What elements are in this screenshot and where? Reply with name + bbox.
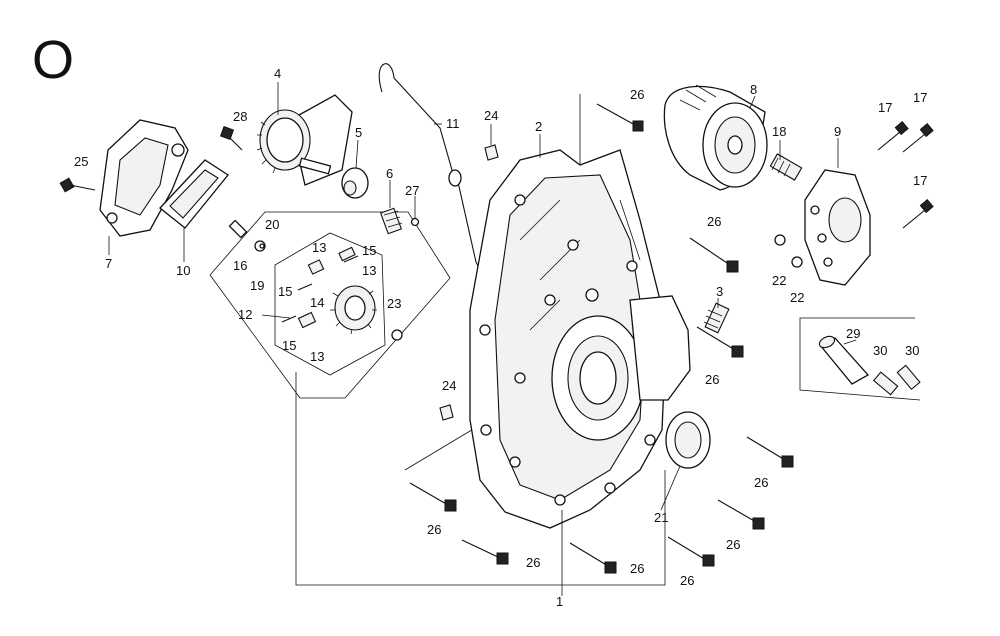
- callout-14: 14: [310, 295, 324, 310]
- callout-16: 16: [233, 258, 247, 273]
- leader-lines: [108, 82, 857, 596]
- subassembly-outline-hex: [209, 211, 451, 399]
- callout-22a: 22: [772, 273, 786, 288]
- nut-part-22-a: [774, 234, 786, 246]
- callout-17c: 17: [913, 173, 927, 188]
- group-bracket-left: [404, 424, 481, 471]
- callout-26d: 26: [754, 475, 768, 490]
- callout-11: 11: [446, 116, 460, 131]
- nipple-part-18: [769, 153, 803, 181]
- callout-15c: 15: [282, 338, 296, 353]
- bolt-part-25: [59, 177, 96, 193]
- callout-20: 20: [265, 217, 279, 232]
- callout-8: 8: [750, 82, 757, 97]
- bracket-part-7: [99, 119, 189, 237]
- callout-labels: 1 2 3 4 5 6 7 8 9 10 11 12 13 13 13 14 1…: [74, 66, 927, 609]
- detail-box: [799, 317, 921, 401]
- callout-15b: 15: [278, 284, 292, 299]
- cap-part-24-bottom: [439, 404, 454, 421]
- callout-13b: 13: [362, 263, 376, 278]
- oil-seal-part-21: [665, 411, 711, 469]
- plate-part-10: [159, 159, 229, 229]
- callout-24b: 24: [442, 378, 456, 393]
- gear-part-14: [330, 285, 377, 335]
- crankcase-cover-part-2: [469, 149, 691, 529]
- callout-17a: 17: [878, 100, 892, 115]
- nut-part-22-b: [791, 256, 803, 268]
- callout-23: 23: [387, 296, 401, 311]
- bolts-part-30: [872, 364, 921, 396]
- callout-21: 21: [654, 510, 668, 525]
- callout-26c: 26: [705, 372, 719, 387]
- callout-9: 9: [834, 124, 841, 139]
- callout-7: 7: [105, 256, 112, 271]
- callout-25: 25: [74, 154, 88, 169]
- callout-4: 4: [274, 66, 281, 81]
- callout-6: 6: [386, 166, 393, 181]
- callout-30b: 30: [905, 343, 919, 358]
- tube-grommet: [448, 169, 462, 187]
- section-letter: O: [32, 30, 74, 90]
- cap-part-24-top: [484, 144, 499, 161]
- callout-19: 19: [250, 278, 264, 293]
- callout-30a: 30: [873, 343, 887, 358]
- washer-part-19-hole: [259, 243, 265, 249]
- pin-part-16: [228, 219, 248, 239]
- spring-part-3: [703, 302, 730, 334]
- bolt-part-28: [219, 125, 243, 151]
- gear-assembly-part-4: [256, 94, 353, 186]
- callout-24a: 24: [484, 108, 498, 123]
- callout-26e: 26: [726, 537, 740, 552]
- callout-26h: 26: [526, 555, 540, 570]
- callout-13a: 13: [312, 240, 326, 255]
- bolts-part-26: [409, 103, 794, 574]
- callout-10: 10: [176, 263, 190, 278]
- group-bracket-bottom: [295, 372, 666, 586]
- callout-26b: 26: [707, 214, 721, 229]
- weight-parts-13: [297, 246, 356, 329]
- subassembly-outline-inner: [274, 232, 386, 376]
- pipe-part-29: [818, 335, 870, 385]
- filter-base-part-9: [804, 169, 871, 286]
- callout-27: 27: [405, 183, 419, 198]
- callout-17b: 17: [913, 90, 927, 105]
- callout-18: 18: [772, 124, 786, 139]
- pin-parts-15: [281, 255, 359, 323]
- callout-5: 5: [355, 125, 362, 140]
- callout-22b: 22: [790, 290, 804, 305]
- callout-26a: 26: [630, 87, 644, 102]
- callout-29: 29: [846, 326, 860, 341]
- callout-26i: 26: [427, 522, 441, 537]
- tube-part-11: [378, 63, 481, 271]
- nut-part-23: [391, 329, 403, 341]
- bolts-part-17: [877, 121, 934, 229]
- sleeve-part-5: [341, 167, 369, 199]
- callout-26f: 26: [680, 573, 694, 588]
- ring-part-27: [410, 217, 420, 227]
- callout-15a: 15: [362, 243, 376, 258]
- callout-13c: 13: [310, 349, 324, 364]
- callout-2: 2: [535, 119, 542, 134]
- callout-1: 1: [556, 594, 563, 609]
- callout-3: 3: [716, 284, 723, 299]
- oil-filter-part-8: [663, 84, 768, 191]
- callout-12: 12: [238, 307, 252, 322]
- callout-28: 28: [233, 109, 247, 124]
- spring-part-6: [379, 207, 403, 235]
- callout-26g: 26: [630, 561, 644, 576]
